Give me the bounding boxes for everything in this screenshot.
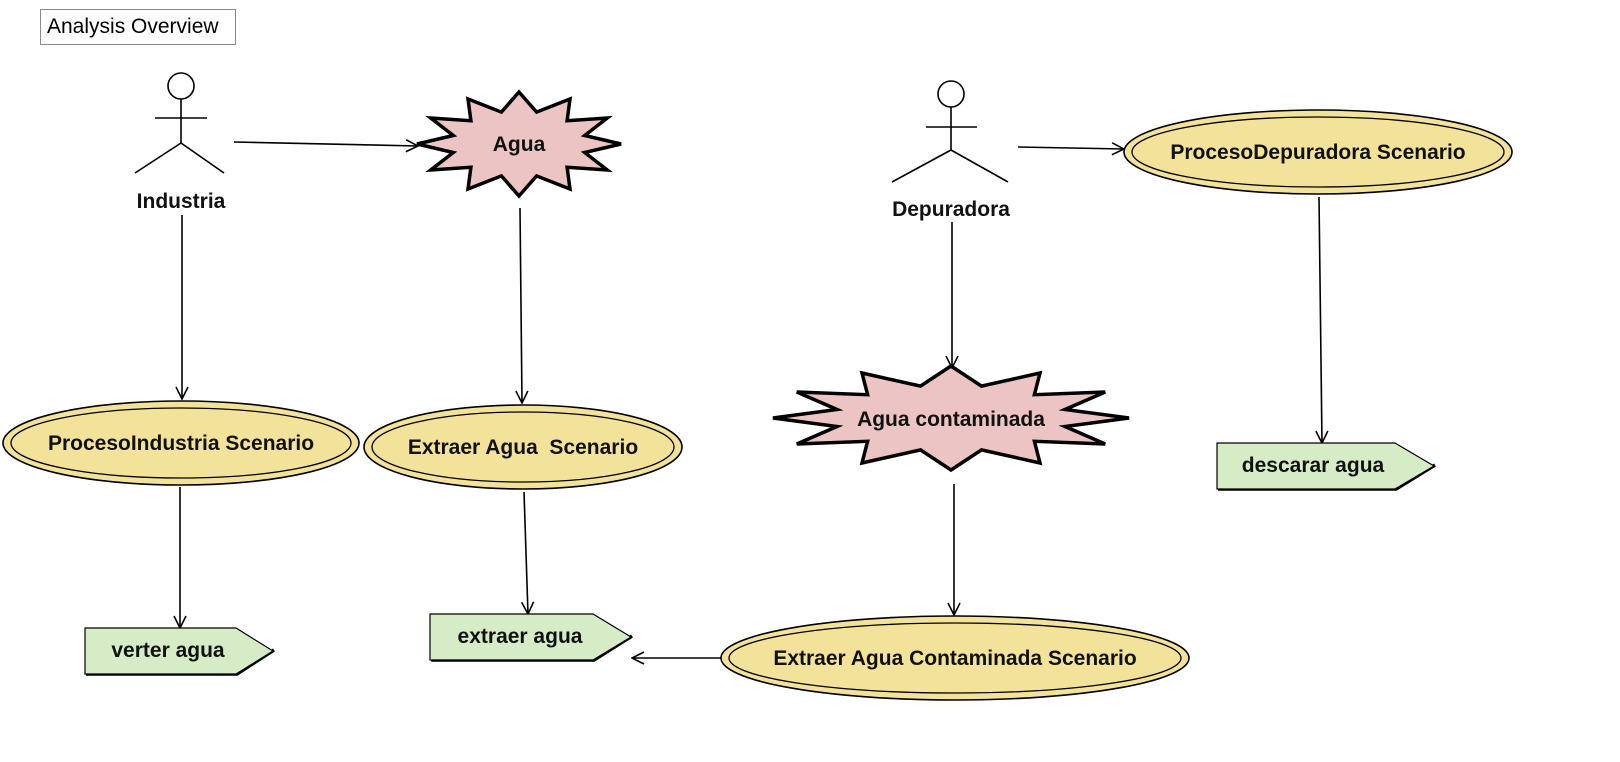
edge-industria-to-agua[interactable]: [233, 142, 418, 146]
scenario-label: Extraer Agua Contaminada Scenario: [773, 647, 1136, 670]
action-descarar-agua[interactable]: descarar agua: [1216, 442, 1436, 491]
scenario-procesodepuradora[interactable]: ProcesoDepuradora Scenario: [1123, 109, 1513, 195]
edge-procesodepuradora-to-descarar[interactable]: [1319, 196, 1322, 443]
edge-depuradora-to-procesodepuradora[interactable]: [1017, 147, 1124, 149]
action-verter-agua[interactable]: verter agua: [84, 627, 275, 676]
object-label: Agua contaminada: [857, 408, 1045, 431]
actor-stick-figure-icon: [134, 72, 225, 174]
scenario-extraer-agua-contaminada[interactable]: Extraer Agua Contaminada Scenario: [720, 615, 1190, 701]
scenario-label: ProcesoDepuradora Scenario: [1170, 141, 1465, 164]
actor-depuradora[interactable]: Depuradora: [891, 80, 1010, 221]
actor-industria[interactable]: Industria: [134, 72, 226, 213]
object-star-shape: [416, 89, 622, 199]
edge-agua-to-extraer-scenario[interactable]: [520, 207, 522, 403]
diagram-frame-label: Analysis Overview: [40, 9, 236, 45]
object-star-shape: [772, 363, 1130, 473]
action-label: extraer agua: [458, 625, 583, 648]
action-label: descarar agua: [1242, 454, 1385, 477]
action-extraer-agua[interactable]: extraer agua: [429, 613, 633, 662]
object-label: Agua: [493, 133, 546, 156]
scenario-extraer-agua[interactable]: Extraer Agua Scenario: [363, 404, 683, 490]
object-agua-contaminada[interactable]: Agua contaminada: [772, 363, 1130, 473]
actor-label: Depuradora: [892, 198, 1010, 221]
scenario-procesoindustria[interactable]: ProcesoIndustria Scenario: [2, 400, 360, 486]
object-agua[interactable]: Agua: [416, 89, 622, 199]
actor-label: Industria: [137, 190, 226, 213]
actor-stick-figure-icon: [891, 80, 1009, 183]
scenario-label: ProcesoIndustria Scenario: [48, 432, 314, 455]
edge-extraer-scenario-to-extraer-action[interactable]: [524, 491, 528, 614]
action-label: verter agua: [111, 639, 225, 662]
scenario-label: Extraer Agua Scenario: [408, 436, 638, 459]
